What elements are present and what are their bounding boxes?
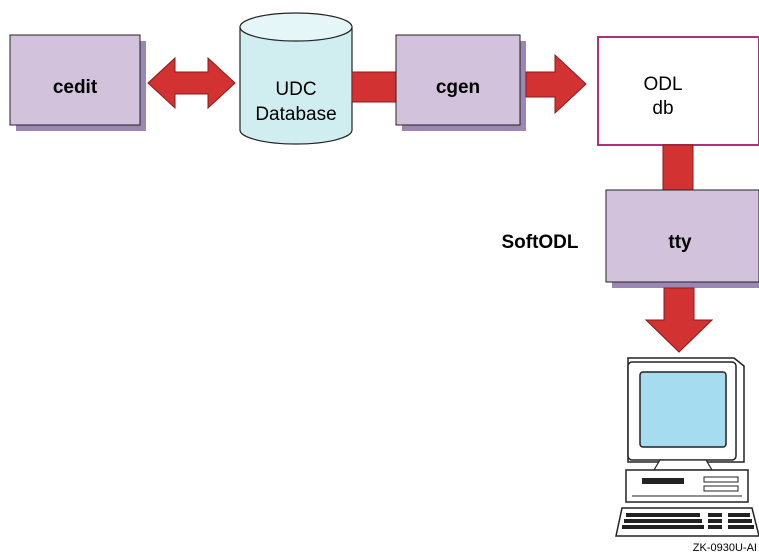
cedit-node: cedit <box>9 34 146 131</box>
odl-label-line1: ODL <box>643 74 682 95</box>
tty-node: tty <box>605 189 759 288</box>
computer-terminal-icon <box>615 357 759 537</box>
udc-database-node: UDC Database <box>239 12 353 145</box>
monitor-screen <box>639 371 727 448</box>
odl-label-line2: db <box>652 98 673 119</box>
cedit-box <box>9 34 141 126</box>
arrow-right-icon <box>525 53 587 115</box>
cgen-node: cgen <box>395 34 526 131</box>
figure-id: ZK-0930U-AI <box>693 542 757 554</box>
udc-label-line2: Database <box>255 104 336 125</box>
tty-label: tty <box>668 232 692 253</box>
connector-udc-cgen <box>351 71 397 103</box>
database-icon <box>239 12 353 145</box>
softodl-label: SoftODL <box>501 232 578 253</box>
udc-label-line1: UDC <box>275 79 316 100</box>
cgen-label: cgen <box>436 77 480 98</box>
cedit-label: cedit <box>53 77 98 98</box>
connector-odl-tty <box>662 144 694 191</box>
double-arrow-icon <box>147 56 236 110</box>
tty-box <box>605 189 759 283</box>
arrow-down-icon <box>644 287 714 353</box>
cgen-box <box>395 34 521 126</box>
odl-db-node: ODL db <box>597 36 759 146</box>
